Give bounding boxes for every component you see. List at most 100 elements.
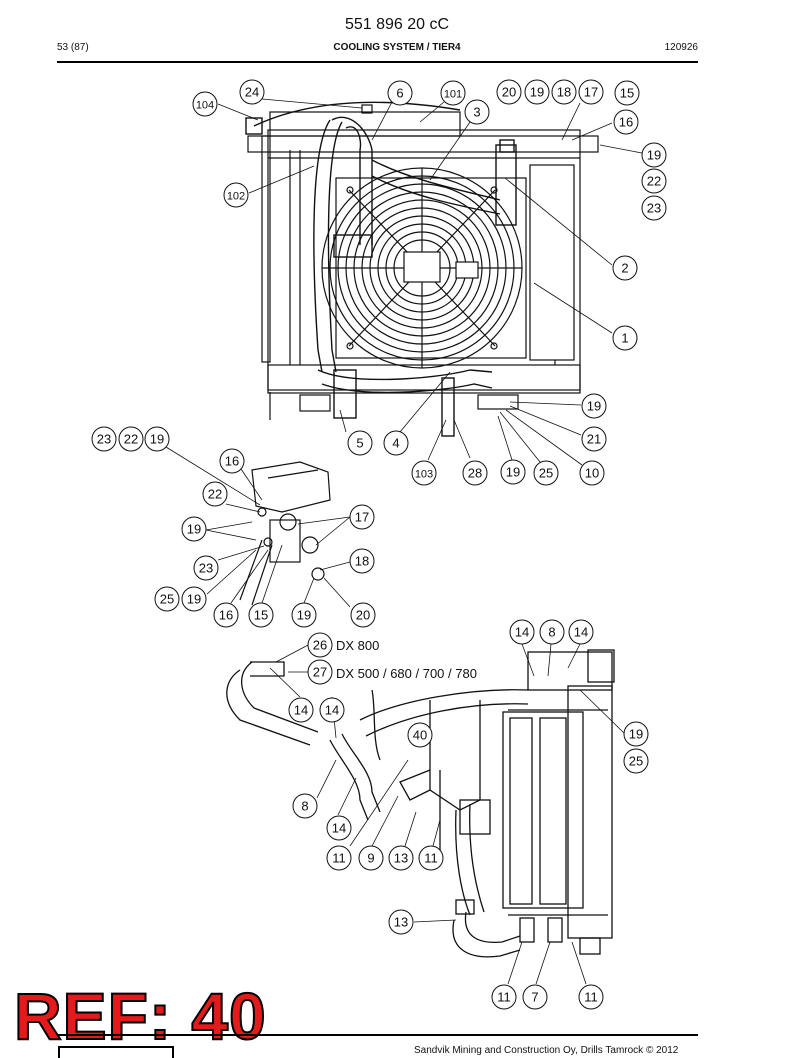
footer-rule xyxy=(57,1034,698,1036)
callout-number: 19 xyxy=(187,592,201,607)
callout: 19 xyxy=(500,459,526,485)
callout: 9 xyxy=(358,845,384,871)
callout: 16 xyxy=(213,602,239,628)
callout: 23 xyxy=(193,555,219,581)
page-number: 53 (87) xyxy=(57,42,89,53)
callout-number: 13 xyxy=(394,915,408,930)
callout: 13 xyxy=(388,845,414,871)
sandvik-logo xyxy=(58,1046,174,1058)
bracket-detail xyxy=(239,461,331,606)
oil-cooler-assembly xyxy=(226,649,615,958)
callout: 104 xyxy=(192,91,218,117)
callout: 19 xyxy=(641,142,667,168)
callout-number: 7 xyxy=(531,990,538,1005)
ref-stamp: REF: 40 xyxy=(13,979,267,1053)
callouts: 24 104 6 101 3 20 19 18 17 15 16 19 22 2… xyxy=(91,79,667,1010)
page-title: COOLING SYSTEM / TIER4 xyxy=(333,42,461,53)
callout-number: 11 xyxy=(332,851,346,866)
callout-number: 11 xyxy=(497,990,511,1005)
callout: 11 xyxy=(326,845,352,871)
callout: 22 xyxy=(641,168,667,194)
callout: 21 xyxy=(581,426,607,452)
callout-number: 8 xyxy=(301,799,308,814)
callout: 22 xyxy=(202,481,228,507)
callout-number: 19 xyxy=(647,148,661,163)
callout-number: 25 xyxy=(629,754,643,769)
document-number: 551 896 20 cC xyxy=(344,16,450,33)
callout-number: 18 xyxy=(557,85,571,100)
callout: 25 xyxy=(154,586,180,612)
callout: 17 xyxy=(349,504,375,530)
callout-number: 8 xyxy=(548,625,555,640)
callout: 8 xyxy=(539,619,565,645)
callout-number: 5 xyxy=(356,436,363,451)
callout: 103 xyxy=(411,460,437,486)
callout-number: 10 xyxy=(585,466,599,481)
callout-number: 19 xyxy=(297,608,311,623)
callout-number: 19 xyxy=(587,399,601,414)
callout: 11 xyxy=(578,984,604,1010)
callout-number: 24 xyxy=(245,85,259,100)
callout: 18 xyxy=(551,79,577,105)
callout-number: 23 xyxy=(199,561,213,576)
callout-number: 19 xyxy=(150,432,164,447)
callout: 5 xyxy=(347,430,373,456)
fan-guard xyxy=(321,167,527,369)
callout: 28 xyxy=(462,460,488,486)
callout: 19 xyxy=(181,516,207,542)
callout-number: 25 xyxy=(160,592,174,607)
callout: 20 xyxy=(496,79,522,105)
callout-number: 18 xyxy=(355,554,369,569)
callout-number: 9 xyxy=(367,851,374,866)
callout: 15 xyxy=(614,80,640,106)
callout-number: 16 xyxy=(619,115,633,130)
footer-copyright: Sandvik Mining and Construction Oy, Dril… xyxy=(414,1045,679,1056)
callout: 22 xyxy=(118,426,144,452)
callout: 14 xyxy=(288,697,314,723)
callout: 10 xyxy=(579,460,605,486)
callout: 1 xyxy=(612,325,638,351)
callout: 102 xyxy=(223,182,249,208)
callout-number: 11 xyxy=(584,990,598,1005)
variant-label-dx800: DX 800 xyxy=(336,638,379,653)
callout-number: 26 xyxy=(313,638,327,653)
callout-number: 16 xyxy=(219,608,233,623)
callout: 17 xyxy=(578,79,604,105)
callout-number: 22 xyxy=(208,487,222,502)
callout-number: 14 xyxy=(515,625,529,640)
callout-number: 6 xyxy=(396,86,403,101)
callout: 8 xyxy=(292,793,318,819)
callout: 23 xyxy=(91,426,117,452)
callout-number: 16 xyxy=(225,454,239,469)
callout-number: 102 xyxy=(227,191,245,203)
callout-number: 15 xyxy=(254,608,268,623)
variant-label-dx500: DX 500 / 680 / 700 / 780 xyxy=(336,666,477,681)
callout: 4 xyxy=(383,430,409,456)
callout: 11 xyxy=(418,845,444,871)
callout: 13 xyxy=(388,909,414,935)
callout: 15 xyxy=(248,602,274,628)
leader-lines xyxy=(165,98,643,985)
callout-number: 13 xyxy=(394,851,408,866)
callout: 101 xyxy=(440,80,466,106)
radiator-hoses xyxy=(245,101,517,437)
callout: 6 xyxy=(387,80,413,106)
callout: 16 xyxy=(613,109,639,135)
callout: 14 xyxy=(509,619,535,645)
callout-number: 22 xyxy=(124,432,138,447)
callout-number: 17 xyxy=(584,85,598,100)
callout-number: 28 xyxy=(468,466,482,481)
callout: 19 xyxy=(581,393,607,419)
callout: 11 xyxy=(491,984,517,1010)
callout: 16 xyxy=(219,448,245,474)
callout-number: 21 xyxy=(587,432,601,447)
callout-number: 22 xyxy=(647,174,661,189)
callout-number: 103 xyxy=(415,469,433,481)
callout: 2 xyxy=(612,255,638,281)
callout-number: 11 xyxy=(424,851,438,866)
revision-date: 120926 xyxy=(664,42,698,53)
callout: 18 xyxy=(349,548,375,574)
callout: 25 xyxy=(533,460,559,486)
callout-number: 14 xyxy=(325,703,339,718)
